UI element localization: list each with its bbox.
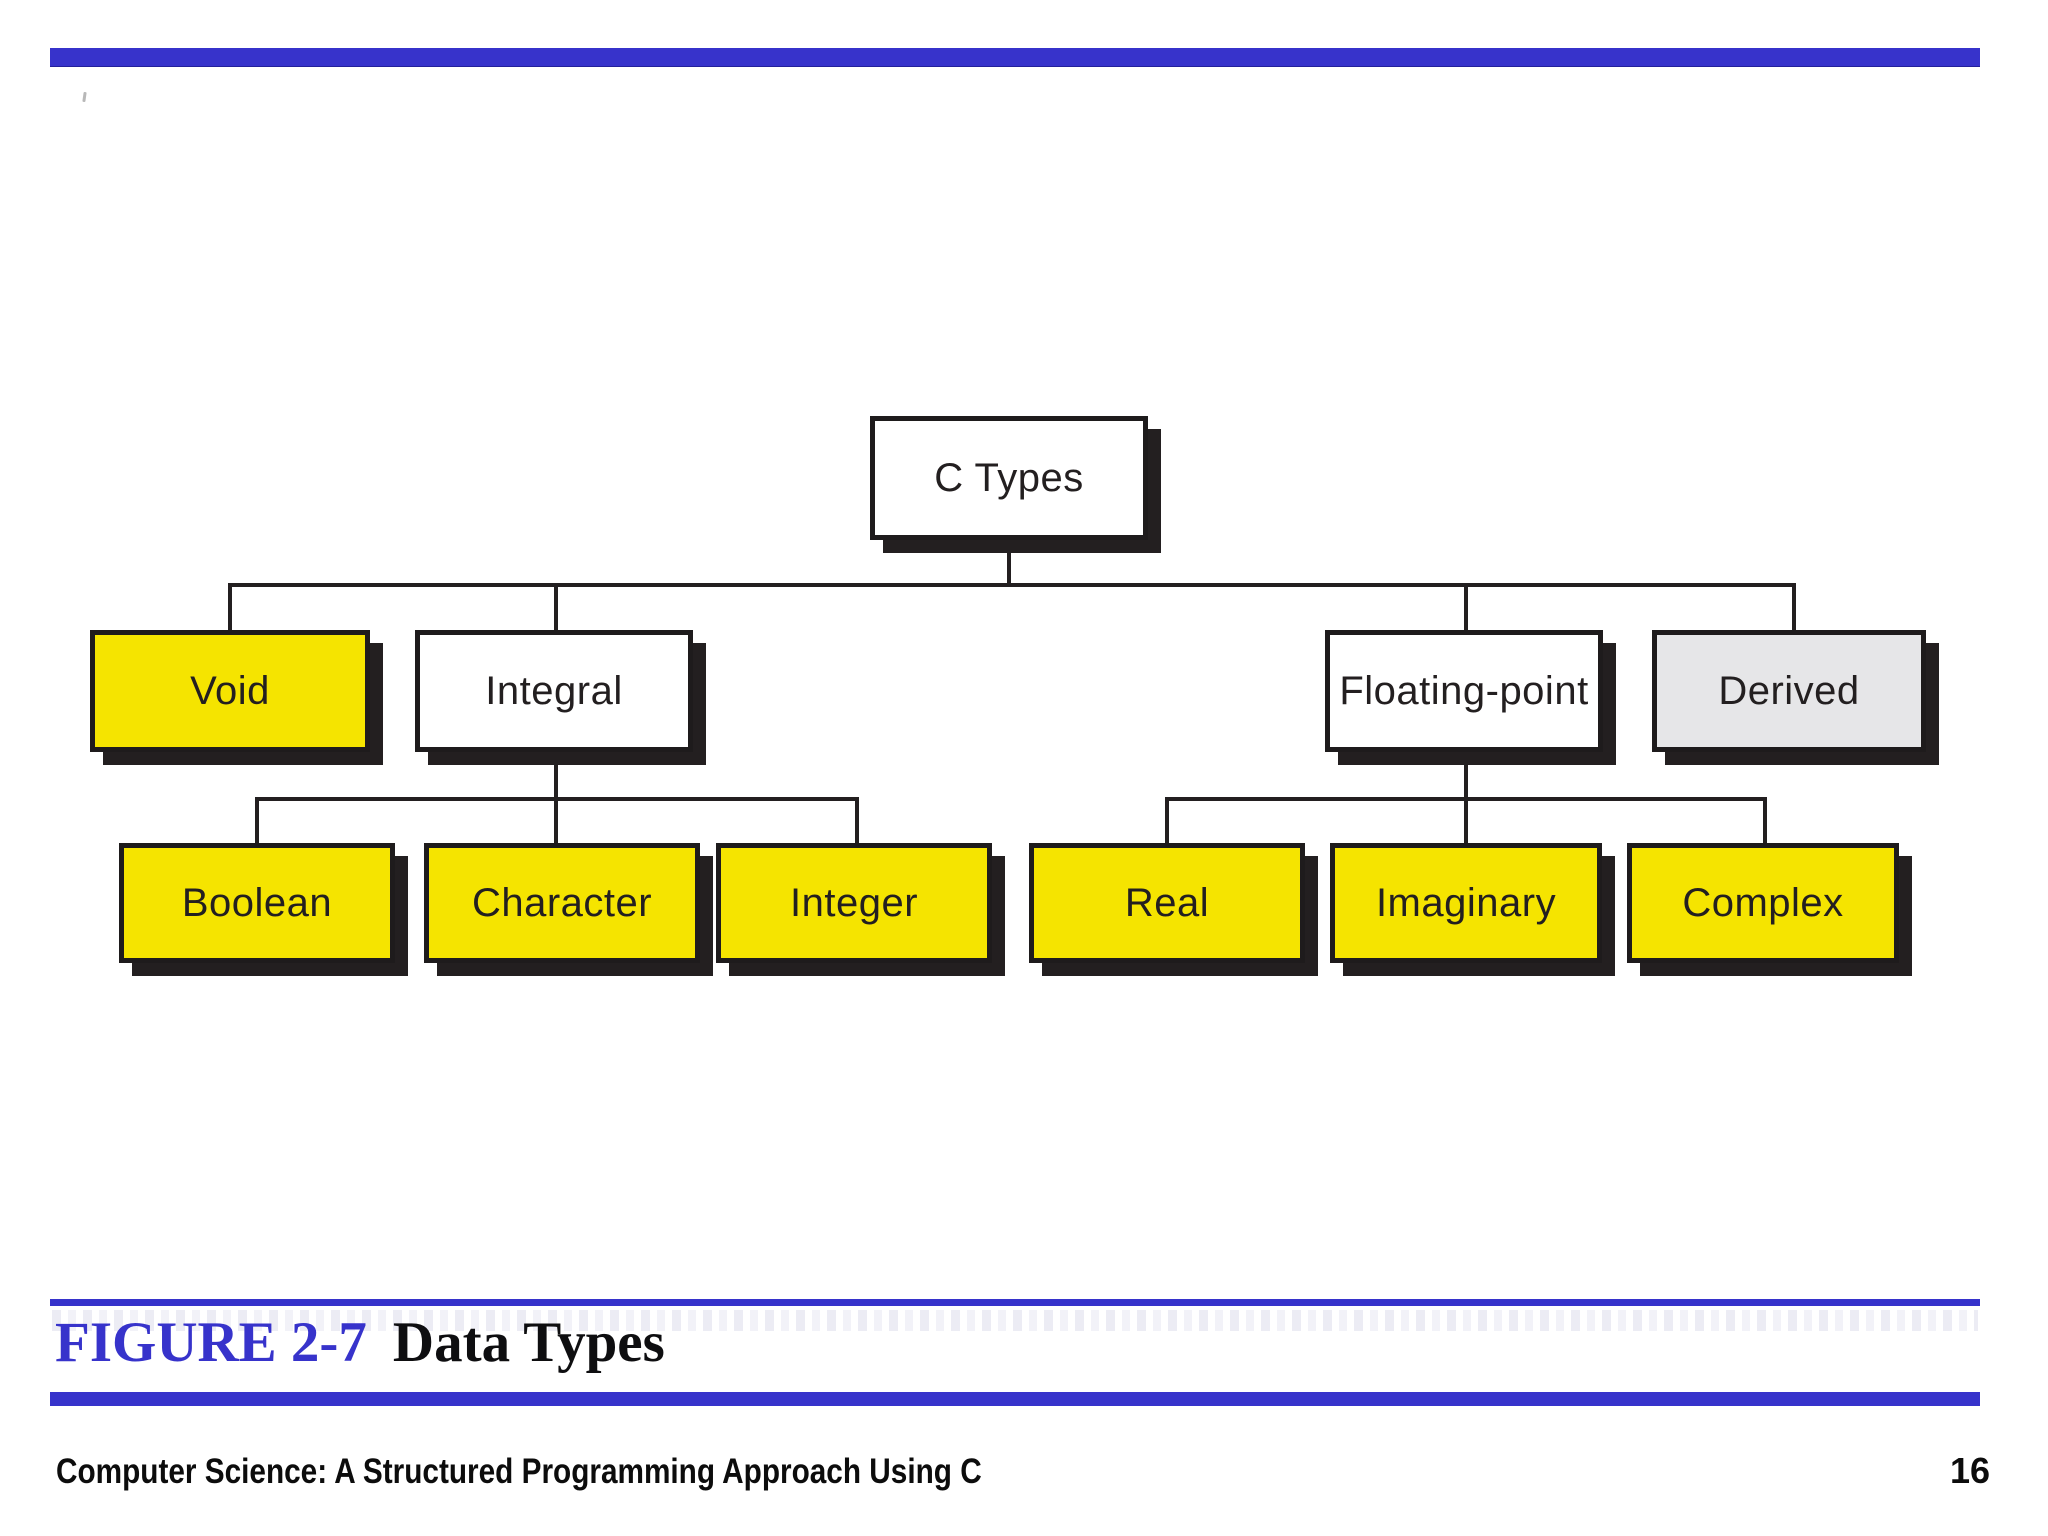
node-integral-label: Integral xyxy=(485,668,623,713)
top-rule-bar xyxy=(50,48,1980,67)
node-character-label: Character xyxy=(471,880,653,925)
figure-title: Data Types xyxy=(392,1311,665,1374)
connector-void-down xyxy=(228,585,232,631)
connector-derived-down xyxy=(1792,585,1796,631)
node-c-types: C Types xyxy=(870,416,1148,540)
node-floating-point: Floating-point xyxy=(1325,630,1603,752)
node-derived-label: Derived xyxy=(1718,668,1860,713)
connector-integer-down xyxy=(855,799,859,844)
node-boolean: Boolean xyxy=(119,843,395,963)
node-c-types-label: C Types xyxy=(934,455,1084,500)
node-derived: Derived xyxy=(1652,630,1926,752)
node-integer: Integer xyxy=(716,843,992,963)
book-title: Computer Science: A Structured Programmi… xyxy=(56,1452,982,1491)
connector-real-down xyxy=(1165,799,1169,844)
node-real: Real xyxy=(1029,843,1305,963)
node-void: Void xyxy=(90,630,370,752)
ghost-artifact-strip xyxy=(52,1310,1978,1331)
page-number: 16 xyxy=(1950,1450,1991,1491)
connector-level2-horizontal xyxy=(228,583,1796,587)
node-integral: Integral xyxy=(415,630,693,752)
node-character: Character xyxy=(424,843,700,963)
node-complex-label: Complex xyxy=(1682,880,1844,925)
connector-boolean-down xyxy=(255,799,259,844)
connector-integral-children-horizontal xyxy=(255,797,859,801)
node-real-label: Real xyxy=(1124,880,1210,925)
node-floating-point-label: Floating-point xyxy=(1339,668,1589,713)
node-void-label: Void xyxy=(190,668,270,713)
node-imaginary-label: Imaginary xyxy=(1375,880,1557,925)
caption-rule-bottom xyxy=(50,1392,1980,1406)
node-imaginary: Imaginary xyxy=(1330,843,1602,963)
node-boolean-label: Boolean xyxy=(181,880,333,925)
caption-rule-top xyxy=(50,1299,1980,1306)
figure-caption: FIGURE 2-7 Data Types xyxy=(55,1311,665,1375)
stray-mark xyxy=(82,91,87,103)
connector-root-down xyxy=(1007,550,1011,585)
node-integer-label: Integer xyxy=(789,880,919,925)
figure-label: FIGURE 2-7 xyxy=(55,1311,367,1374)
connector-complex-down xyxy=(1763,799,1767,844)
connector-floating-down xyxy=(1464,585,1468,631)
node-complex: Complex xyxy=(1627,843,1899,963)
connector-floating-children-horizontal xyxy=(1165,797,1767,801)
connector-integral-down xyxy=(554,585,558,631)
